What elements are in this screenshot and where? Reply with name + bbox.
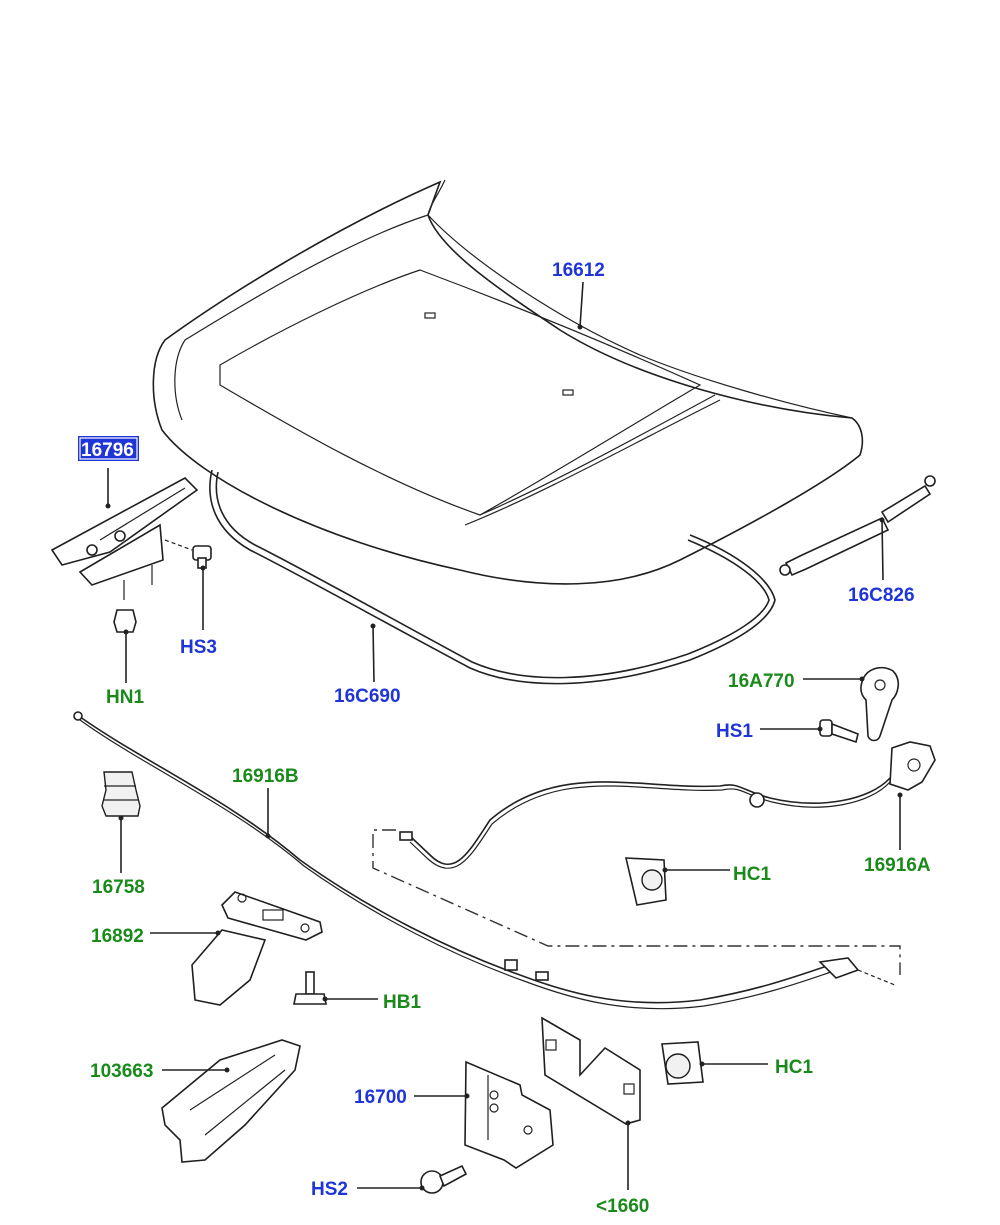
label-hs3[interactable]: HS3 [180, 637, 217, 658]
cable-clip-lower[interactable] [661, 1041, 704, 1085]
cover-panel[interactable] [161, 1039, 301, 1163]
label-16796[interactable]: 16796 [81, 440, 134, 461]
label-16892[interactable]: 16892 [91, 926, 144, 947]
label-hc1-upper[interactable]: HC1 [733, 864, 771, 885]
latch-screw[interactable] [420, 1164, 468, 1194]
label-16758[interactable]: 16758 [92, 877, 145, 898]
label-16796-highlight-border [79, 437, 138, 460]
hinge-nut[interactable] [113, 609, 137, 633]
latch-shield[interactable] [541, 1016, 641, 1125]
label-hb1[interactable]: HB1 [383, 992, 421, 1013]
label-16916a[interactable]: 16916A [864, 855, 931, 876]
hood-bumper[interactable] [101, 771, 141, 817]
label-hs1[interactable]: HS1 [716, 721, 753, 742]
label-103663[interactable]: 103663 [90, 1061, 153, 1082]
hood-panel[interactable] [152, 179, 864, 585]
handle-screw[interactable] [819, 719, 859, 744]
label-16c690[interactable]: 16C690 [334, 686, 401, 707]
label-1660[interactable]: <1660 [596, 1196, 649, 1217]
bracket-bolt[interactable] [293, 971, 327, 1005]
hinge-bolt[interactable] [192, 545, 212, 569]
label-hs2[interactable]: HS2 [311, 1179, 348, 1200]
hood-hinge[interactable] [50, 477, 199, 600]
label-16796-highlight [78, 436, 139, 461]
label-hc1-lower[interactable]: HC1 [775, 1057, 813, 1078]
label-16700[interactable]: 16700 [354, 1087, 407, 1108]
cable-clip-upper[interactable] [624, 857, 667, 906]
label-16c826[interactable]: 16C826 [848, 585, 915, 606]
hood-strut[interactable] [779, 475, 936, 577]
label-hn1[interactable]: HN1 [106, 687, 144, 708]
hood-seal[interactable] [209, 469, 776, 685]
release-cable-rear[interactable] [399, 741, 936, 869]
label-16a770[interactable]: 16A770 [728, 671, 795, 692]
release-cable-front[interactable] [73, 711, 896, 1010]
release-handle[interactable] [860, 666, 900, 742]
hood-latch[interactable] [464, 1060, 554, 1169]
support-bracket[interactable] [191, 891, 323, 1006]
label-16612[interactable]: 16612 [552, 260, 605, 281]
assembly-outline [372, 829, 901, 975]
label-16916b[interactable]: 16916B [232, 766, 299, 787]
